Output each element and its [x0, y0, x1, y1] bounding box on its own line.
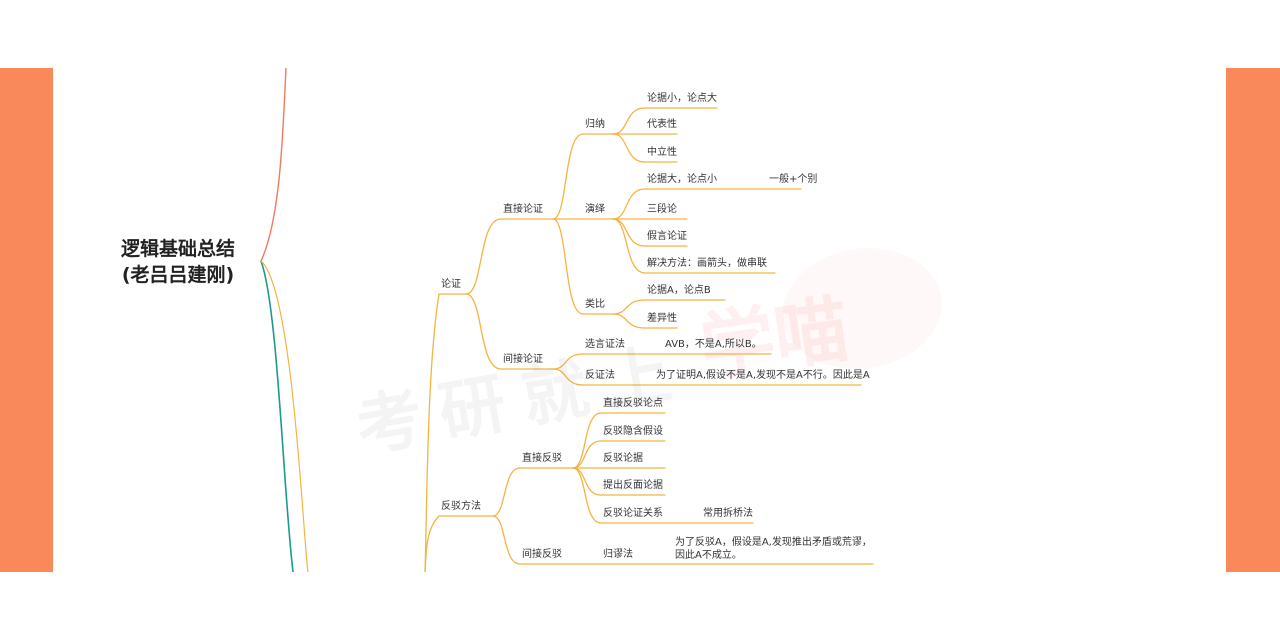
link-jianjie: [465, 293, 502, 370]
node-zhijie-lunzheng[interactable]: 直接论证: [503, 204, 543, 215]
node-yanyi-note[interactable]: 一般+个别: [769, 174, 818, 185]
node-guina-3[interactable]: 中立性: [647, 147, 677, 158]
link-leibi-2: [612, 313, 646, 329]
link-fanbo-zj-1: [572, 412, 602, 469]
link-fanbo-zj-5: [572, 467, 602, 524]
node-guina-2[interactable]: 代表性: [647, 119, 677, 130]
node-fanzheng[interactable]: 反证法: [585, 370, 615, 381]
spine-lunzheng: [424, 293, 440, 572]
link-fanbo-jianjie: [492, 515, 521, 565]
link-yanyi-1: [612, 188, 646, 220]
node-xuanyan[interactable]: 选言证法: [585, 339, 625, 350]
link-leibi-1: [612, 299, 646, 315]
link-fanbo-zj-4: [572, 467, 602, 496]
node-yanyi-4[interactable]: 解决方法：画箭头，做串联: [647, 258, 767, 269]
node-leibi-1[interactable]: 论据A，论点B: [647, 285, 711, 296]
node-guina-1[interactable]: 论据小，论点大: [647, 93, 717, 104]
spine-fanbo: [424, 515, 440, 572]
node-guina[interactable]: 归纳: [585, 119, 605, 130]
node-fanbo[interactable]: 反驳方法: [441, 501, 481, 512]
node-guimiu-detail[interactable]: 为了反驳A，假设是A,发现推出矛盾或荒谬，因此A不成立。: [675, 537, 872, 561]
link-xuanyan: [552, 353, 584, 370]
link-zhijie: [465, 218, 502, 295]
right-frame-band: [1226, 68, 1280, 572]
link-yanyi-3: [612, 218, 646, 247]
node-yanyi[interactable]: 演绎: [585, 204, 605, 215]
link-fanzheng: [552, 368, 584, 386]
root-title-line-1: 逻辑基础总结: [120, 238, 235, 260]
link-fanbo-zhijie: [492, 467, 521, 517]
node-lunzheng[interactable]: 论证: [441, 279, 461, 290]
node-fanbo-zj-4[interactable]: 提出反面论据: [603, 480, 663, 491]
node-jianjie-lunzheng[interactable]: 间接论证: [503, 354, 543, 365]
node-fanbo-zj-2[interactable]: 反驳隐含假设: [603, 426, 663, 437]
link-yanyi-4: [612, 218, 646, 274]
node-zhijie-fanbo[interactable]: 直接反驳: [522, 453, 562, 464]
root-title-line-2: (老吕吕建刚): [121, 264, 235, 286]
mindmap-connectors: [260, 68, 874, 572]
node-jianjie-fanbo[interactable]: 间接反驳: [522, 549, 562, 560]
link-fanbo-zj-2: [572, 440, 602, 469]
link-guina-1: [612, 107, 646, 135]
link-guina: [552, 133, 584, 220]
node-leibi-2[interactable]: 差异性: [647, 313, 677, 324]
node-yanyi-2[interactable]: 三段论: [647, 204, 677, 215]
node-leibi[interactable]: 类比: [585, 299, 605, 310]
node-xuanyan-detail[interactable]: AVB，不是A,所以B。: [665, 339, 762, 350]
node-fanbo-zj-3[interactable]: 反驳论据: [603, 453, 643, 464]
root-branch-bottom: [260, 260, 294, 572]
root-branch-top: [260, 68, 287, 262]
node-guimiu[interactable]: 归谬法: [603, 549, 633, 560]
node-fanbo-zj-note[interactable]: 常用拆桥法: [703, 508, 753, 519]
mindmap-canvas[interactable]: 考研就上 学喵 逻辑基础总结 (老吕吕建刚) 论证 反驳方法 直接论证 间接论证…: [53, 68, 1226, 572]
node-fanbo-zj-1[interactable]: 直接反驳论点: [603, 398, 663, 409]
link-leibi: [552, 218, 584, 315]
root-branch-mid: [260, 260, 309, 572]
root-node[interactable]: 逻辑基础总结 (老吕吕建刚): [103, 236, 253, 288]
node-fanbo-zj-5[interactable]: 反驳论证关系: [603, 508, 663, 519]
left-frame-band: [0, 68, 53, 572]
node-fanzheng-detail[interactable]: 为了证明A,假设不是A,发现不是A不行。因此是A: [656, 370, 870, 381]
link-guina-3: [612, 133, 646, 163]
node-yanyi-3[interactable]: 假言论证: [647, 231, 687, 242]
node-yanyi-1[interactable]: 论据大，论点小: [647, 174, 717, 185]
